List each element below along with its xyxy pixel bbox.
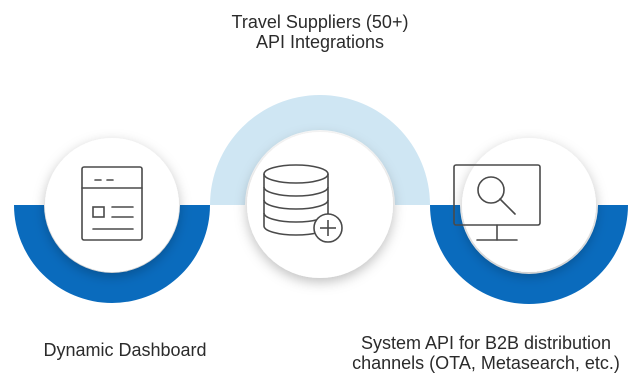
dark-arc-left	[14, 205, 210, 303]
top-label: Travel Suppliers (50+) API Integrations	[160, 12, 480, 52]
search-node	[462, 138, 596, 272]
top-label-line-1: Travel Suppliers (50+)	[231, 12, 409, 32]
left-label-text: Dynamic Dashboard	[43, 340, 207, 360]
database-plus-icon	[263, 164, 343, 243]
right-label-line-1: System API for B2B distribution	[360, 333, 612, 353]
top-label-line-2: API Integrations	[255, 32, 385, 52]
dashboard-icon	[81, 166, 143, 241]
dark-arc-right	[430, 205, 628, 304]
light-arc	[210, 95, 430, 205]
right-label: System API for B2B distribution channels…	[326, 333, 643, 373]
dashboard-node	[45, 138, 179, 272]
left-label: Dynamic Dashboard	[0, 340, 250, 360]
right-label-line-2: channels (OTA, Metasearch, etc.)	[352, 353, 620, 373]
monitor-search-icon	[453, 164, 541, 241]
